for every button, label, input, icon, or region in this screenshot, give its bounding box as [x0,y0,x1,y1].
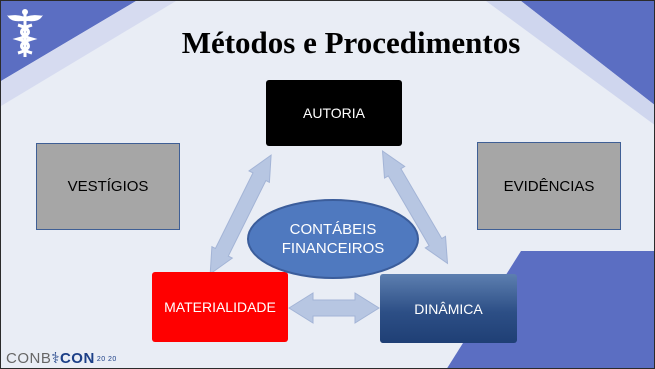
caduceus-icon [7,9,43,57]
arrow-right-diagonal [381,149,449,265]
logo-text-left: CONB [6,350,52,367]
ellipse-line-1: CONTÁBEIS [289,221,377,238]
arrow-horizontal [288,292,380,324]
logo-year: 20 20 [96,355,117,363]
dinamica-box: DINÂMICA [380,274,517,343]
contabeis-financeiros-ellipse: CONTÁBEIS FINANCEIROS [246,198,420,280]
logo-caduceus-icon: ⚕ [51,350,60,367]
materialidade-box: MATERIALIDADE [152,272,288,342]
top-left-light-band [1,1,176,106]
vestigios-box: VESTÍGIOS [36,143,180,230]
logo-text-right: CON [59,350,95,367]
top-right-light-band [486,1,654,125]
autoria-box: AUTORIA [266,80,402,146]
slide-title: Métodos e Procedimentos [181,25,521,60]
ellipse-shape [247,199,419,279]
evidencias-box: EVIDÊNCIAS [477,142,621,230]
ellipse-line-2: FINANCEIROS [281,240,385,257]
